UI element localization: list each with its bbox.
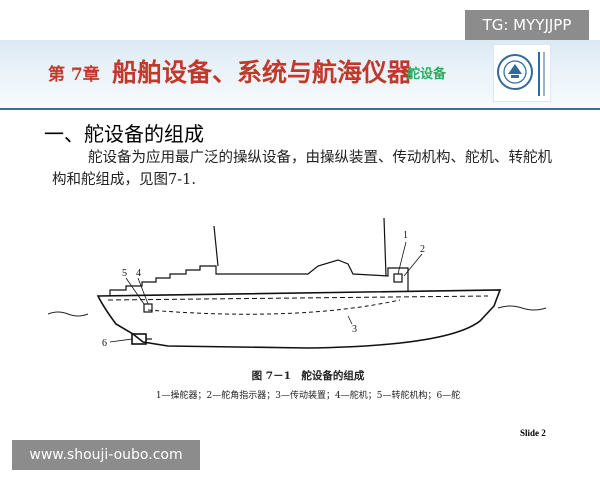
- header-divider: [0, 108, 600, 110]
- slide-subtitle: 舵设备: [407, 67, 447, 82]
- label-3: 3: [352, 324, 357, 335]
- superstructure: [109, 259, 409, 296]
- deck-line: [107, 295, 489, 301]
- steering-gear: [143, 303, 153, 313]
- ship-diagram: 1 2 3 4 5 6: [48, 217, 547, 349]
- label-6: 6: [102, 338, 107, 349]
- transmission-line: [147, 299, 401, 315]
- mast-aft: [213, 225, 219, 267]
- chapter-label: 第 7章: [48, 65, 100, 85]
- mast-fore: [383, 217, 387, 277]
- label-1: 1: [403, 230, 408, 241]
- watermark-top: TG: MYYJJPP: [465, 10, 589, 40]
- leader-6: [109, 338, 133, 343]
- water-line-left: [48, 311, 89, 317]
- label-2: 2: [420, 244, 425, 255]
- university-logo-icon: [493, 44, 551, 102]
- ship-figure: 1 2 3 4 5 6 图 7－1 舵设备的组成 1—操舵器；2—舵角指示器；3…: [48, 196, 568, 426]
- water-line-right: [497, 305, 547, 311]
- leader-4: [137, 277, 149, 305]
- leader-2: [403, 253, 423, 277]
- watermark-bottom: www.shouji-oubo.com: [12, 440, 200, 470]
- leader-5: [125, 277, 145, 305]
- slide-title: 船舶设备、系统与航海仪器: [112, 58, 413, 87]
- ship-hull: [96, 289, 502, 349]
- section-heading: 一、舵设备的组成: [44, 122, 204, 146]
- leader-1: [397, 241, 407, 275]
- label-4: 4: [136, 268, 141, 279]
- label-5: 5: [122, 268, 127, 279]
- figure-legend: 1—操舵器；2—舵角指示器；3—传动装置；4—舵机；5—转舵机构；6—舵: [155, 391, 461, 401]
- leader-3: [347, 315, 353, 325]
- slide-number: Slide 2: [520, 428, 546, 438]
- figure-caption: 图 7－1 舵设备的组成: [251, 370, 365, 382]
- steering-wheel: [393, 273, 403, 283]
- body-paragraph: 舵设备为应用最广泛的操纵设备，由操纵装置、传动机构、舵机、转舵机构和舵组成，见图…: [52, 150, 552, 188]
